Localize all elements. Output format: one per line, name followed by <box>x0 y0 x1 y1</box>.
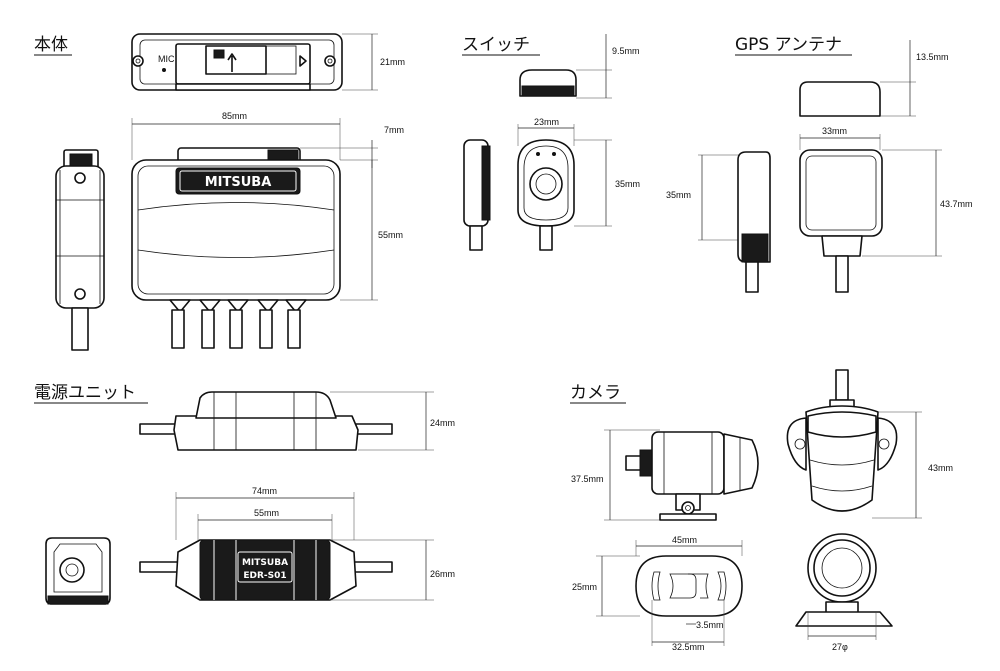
model-label: EDR-S01 <box>243 571 286 581</box>
dim-power-height-top: 24mm <box>430 418 455 428</box>
dim-cam-bracket-span: 32.5mm <box>672 642 705 652</box>
switch-top-view: 9.5mm <box>519 34 640 99</box>
dim-main-width: 85mm <box>222 111 247 121</box>
dim-switch-depth: 9.5mm <box>612 46 640 56</box>
main-unit-top-view: MIC 21mm <box>131 33 405 91</box>
switch-front-view: 23mm 35mm <box>517 117 640 251</box>
dim-gps-height-front: 43.7mm <box>940 199 973 209</box>
dim-switch-width: 23mm <box>534 117 559 127</box>
title-switch: スイッチ <box>462 35 530 55</box>
title-main-unit: 本体 <box>34 35 68 55</box>
dim-gps-height-side: 35mm <box>666 190 691 200</box>
dim-power-height: 26mm <box>430 569 455 579</box>
dim-cam-height-front: 43mm <box>928 463 953 473</box>
switch-side-view <box>463 139 491 251</box>
dim-power-length: 74mm <box>252 486 277 496</box>
dim-switch-height: 35mm <box>615 179 640 189</box>
mic-label: MIC <box>158 54 175 64</box>
dim-power-body: 55mm <box>254 508 279 518</box>
connector-group <box>169 299 307 349</box>
gps-front-view: 33mm 43.7mm <box>799 126 973 293</box>
camera-rear-view: 27φ <box>795 533 893 652</box>
title-camera: カメラ <box>570 383 621 403</box>
gps-side-view: 35mm <box>666 151 771 293</box>
dim-main-height-top: 21mm <box>380 57 405 67</box>
dim-cam-diameter: 27φ <box>832 642 848 652</box>
brand-logo-power: MITSUBA <box>242 558 288 568</box>
power-unit-top-view: 24mm <box>139 391 455 451</box>
title-power-unit: 電源ユニット <box>34 383 136 403</box>
power-unit-end-view <box>45 537 111 605</box>
dim-cam-slot: 3.5mm <box>696 620 724 630</box>
camera-bracket-view: 45mm 25mm 32.5mm 3.5mm <box>572 535 743 652</box>
dim-cam-bracket-height: 25mm <box>572 582 597 592</box>
main-unit-side-view <box>55 149 105 351</box>
dim-cam-bracket-width: 45mm <box>672 535 697 545</box>
dim-main-tab: 7mm <box>384 125 404 135</box>
main-unit-front-view: 85mm MITSUBA 7mm 55mm <box>131 111 404 349</box>
title-gps: GPS アンテナ <box>735 35 842 55</box>
dim-main-height: 55mm <box>378 230 403 240</box>
brand-logo-main: MITSUBA <box>205 175 272 190</box>
dim-gps-depth: 13.5mm <box>916 52 949 62</box>
camera-front-view: 43mm <box>786 369 953 519</box>
power-unit-front-view: 74mm 55mm MITSUBA EDR-S01 26mm <box>139 486 455 601</box>
gps-top-view: 13.5mm <box>799 40 949 117</box>
dim-gps-width: 33mm <box>822 126 847 136</box>
camera-side-view: 37.5mm <box>571 429 759 521</box>
dim-cam-height-side: 37.5mm <box>571 474 604 484</box>
